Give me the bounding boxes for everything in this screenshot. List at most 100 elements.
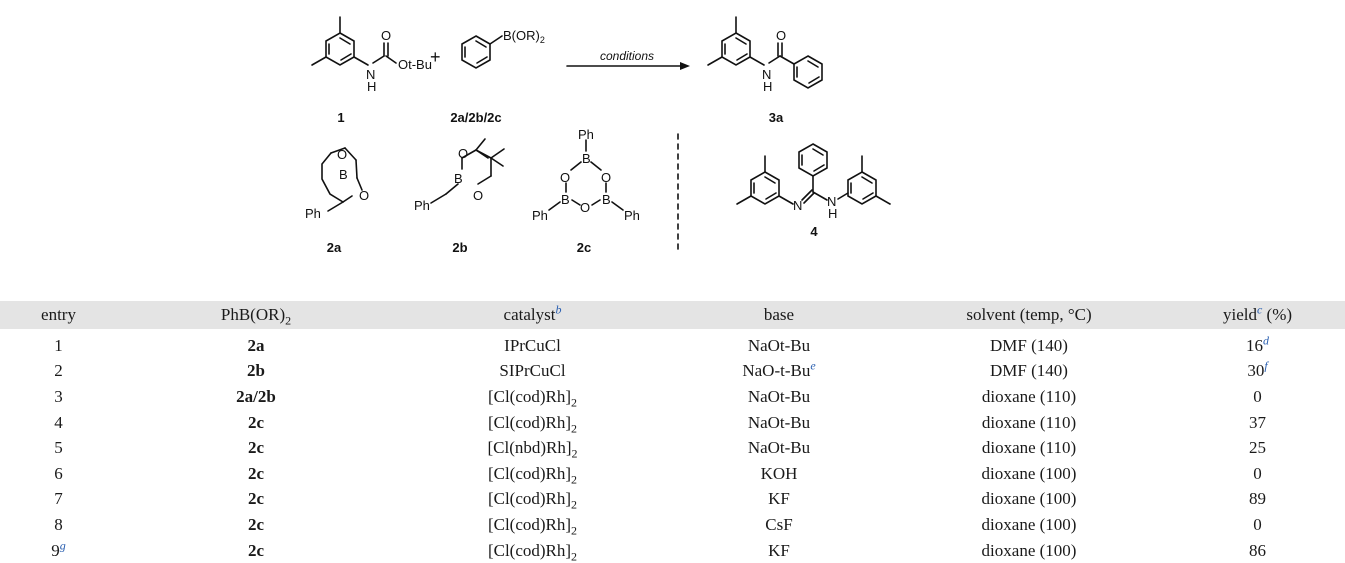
cell-solvent: DMF (140) xyxy=(990,335,1068,355)
atom-o-2b-top: O xyxy=(458,146,468,161)
atom-o-2c-right: O xyxy=(601,170,611,185)
atom-b-2a: B xyxy=(339,167,348,182)
cell-catalyst: [Cl(nbd)Rh]2 xyxy=(487,438,578,461)
cell-yield: 16d xyxy=(1246,333,1269,355)
table-row: 6 2c [Cl(cod)Rh]2 KOH dioxane (100) 0 xyxy=(0,461,1345,487)
footnote-marker[interactable]: c xyxy=(1256,302,1263,317)
atom-n-3a: N xyxy=(762,67,771,82)
cell-yield: 37 xyxy=(1249,412,1266,432)
cell-catalyst: [Cl(cod)Rh]2 xyxy=(487,386,578,410)
cell-solvent: dioxane (110) xyxy=(981,438,1077,458)
table-row: 4 2c [Cl(cod)Rh]2 NaOt-Bu dioxane (110) … xyxy=(0,410,1345,436)
cell-entry: 1 xyxy=(54,335,63,355)
boronic-ester-label: B(OR)2 xyxy=(503,28,545,45)
atom-o-2a-bottom: O xyxy=(359,188,369,203)
atom-ph-2a: Ph xyxy=(305,206,321,221)
header-yield: yieldc (%) xyxy=(1222,302,1293,324)
atom-ph-2c-top: Ph xyxy=(578,127,594,142)
atom-o-3a: O xyxy=(776,28,786,43)
footnote-marker[interactable]: d xyxy=(1263,333,1269,348)
cell-catalyst: [Cl(cod)Rh]2 xyxy=(487,489,578,512)
compound-4-structure xyxy=(736,143,891,205)
cell-entry: 8 xyxy=(54,514,63,534)
atom-b-2c-left: B xyxy=(561,192,570,207)
cell-entry: 5 xyxy=(54,438,63,458)
table-row: 9g 2c [Cl(cod)Rh]2 KF dioxane (100) 86 xyxy=(0,538,1345,563)
atom-b-2c-right: B xyxy=(602,192,611,207)
label-compound-2a: 2a xyxy=(327,240,342,255)
cell-catalyst: [Cl(cod)Rh]2 xyxy=(487,514,578,538)
atom-h-4: H xyxy=(828,206,837,221)
cell-entry: 3 xyxy=(54,386,63,406)
cell-reagent: 2c xyxy=(247,438,265,458)
atom-o-1: O xyxy=(381,28,391,43)
footnote-marker[interactable]: e xyxy=(810,358,816,373)
cell-yield: 0 xyxy=(1253,386,1262,406)
label-compound-2abc: 2a/2b/2c xyxy=(450,110,501,125)
cell-reagent: 2c xyxy=(247,514,265,534)
cell-reagent: 2c xyxy=(247,463,265,483)
atom-ph-2b: Ph xyxy=(414,198,430,213)
atom-n-4-imine: N xyxy=(793,198,802,213)
arrow-conditions-label: conditions xyxy=(600,49,654,63)
table-row: 7 2c [Cl(cod)Rh]2 KF dioxane (100) 89 xyxy=(0,487,1345,513)
cell-yield: 89 xyxy=(1249,489,1266,509)
table-row: 5 2c [Cl(nbd)Rh]2 NaOt-Bu dioxane (110) … xyxy=(0,435,1345,461)
compound-2-structure xyxy=(461,35,503,69)
compound-2c-structure xyxy=(548,139,624,211)
cell-yield: 30f xyxy=(1247,358,1268,381)
header-entry: entry xyxy=(41,305,76,324)
atom-b-2b: B xyxy=(454,171,463,186)
reaction-scheme-drawing: N H O Ot-Bu + B(OR)2 conditions N H O 1 … xyxy=(305,16,891,255)
cell-yield: 0 xyxy=(1253,514,1262,534)
header-reagent: PhB(OR)2 xyxy=(220,305,292,328)
cell-solvent: dioxane (100) xyxy=(981,463,1077,483)
cell-yield: 25 xyxy=(1249,438,1266,458)
reaction-scheme: N H O Ot-Bu + B(OR)2 conditions N H O 1 … xyxy=(305,16,891,255)
atom-o-2b-bottom: O xyxy=(473,188,483,203)
cell-base: KF xyxy=(768,540,790,560)
atom-h-3a: H xyxy=(763,79,772,94)
atom-h-1: H xyxy=(367,79,376,94)
table-row: 1 2a IPrCuCl NaOt-Bu DMF (140) 16d xyxy=(0,329,1345,359)
cell-entry: 2 xyxy=(54,361,63,381)
cell-reagent: 2c xyxy=(247,412,265,432)
header-solvent: solvent (temp, °C) xyxy=(966,305,1092,324)
cell-solvent: DMF (140) xyxy=(990,361,1068,381)
cell-base: NaOt-Bu xyxy=(747,335,811,355)
cell-solvent: dioxane (110) xyxy=(981,412,1077,432)
label-compound-2b: 2b xyxy=(452,240,467,255)
footnote-marker[interactable]: f xyxy=(1264,358,1268,373)
label-compound-2c: 2c xyxy=(577,240,591,255)
product-3a-structure xyxy=(707,16,823,89)
atom-ph-2c-right: Ph xyxy=(624,208,640,223)
cell-entry: 9g xyxy=(51,537,66,560)
carbamate-ester-label: Ot-Bu xyxy=(398,57,432,72)
atom-n-4-amine: N xyxy=(827,194,836,209)
label-compound-4: 4 xyxy=(810,224,818,239)
cell-base: KF xyxy=(768,489,790,509)
cell-base: NaOt-Bu xyxy=(747,386,811,406)
atom-ph-2c-left: Ph xyxy=(532,208,548,223)
table-row: 8 2c [Cl(cod)Rh]2 CsF dioxane (100) 0 xyxy=(0,512,1345,538)
cell-reagent: 2a xyxy=(247,335,265,355)
cell-catalyst: SIPrCuCl xyxy=(499,361,566,381)
table-row: 3 2a/2b [Cl(cod)Rh]2 NaOt-Bu dioxane (11… xyxy=(0,384,1345,410)
cell-catalyst: [Cl(cod)Rh]2 xyxy=(487,463,578,487)
cell-solvent: dioxane (100) xyxy=(981,489,1077,509)
atom-o-2a-top: O xyxy=(337,147,347,162)
cell-base: NaO-t-Bue xyxy=(742,358,816,381)
label-compound-1: 1 xyxy=(337,110,344,125)
label-compound-3a: 3a xyxy=(769,110,784,125)
cell-catalyst: [Cl(cod)Rh]2 xyxy=(487,540,578,563)
compound-1-structure xyxy=(311,16,397,66)
footnote-marker[interactable]: g xyxy=(59,537,66,552)
atom-o-2c-left: O xyxy=(560,170,570,185)
footnote-marker[interactable]: b xyxy=(555,302,562,317)
optimization-table: entry PhB(OR)2 catalystb base solvent (t… xyxy=(0,301,1345,563)
cell-entry: 6 xyxy=(54,463,63,483)
cell-solvent: dioxane (110) xyxy=(981,386,1077,406)
cell-solvent: dioxane (100) xyxy=(981,540,1077,560)
compound-2a-structure xyxy=(321,147,363,212)
cell-yield: 0 xyxy=(1253,463,1262,483)
